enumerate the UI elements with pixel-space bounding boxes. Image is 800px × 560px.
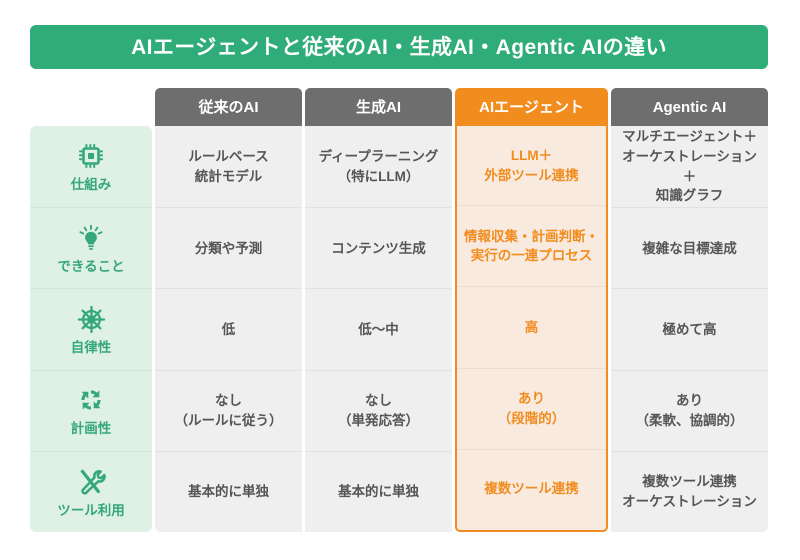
data-column-conventional-ai: ルールベース 統計モデル 分類や予測 低 なし （ルールに従う） 基本的に単独 — [155, 126, 302, 532]
cell-text: コンテンツ生成 — [331, 240, 426, 256]
page-title: AIエージェントと従来のAI・生成AI・Agentic AIの違い — [131, 35, 667, 59]
comparison-table: 従来のAI 生成AI AIエージェント Agentic AI — [30, 88, 768, 534]
cpu-chip-icon — [76, 141, 106, 171]
row-label-text: 仕組み — [70, 177, 112, 193]
row-label-mechanism: 仕組み — [30, 126, 152, 207]
cell-text: あり （柔軟、協調的） — [635, 393, 744, 428]
column-header-agentic-ai: Agentic AI — [611, 88, 768, 126]
column-header-label: 従来のAI — [198, 98, 259, 116]
table-cell: 極めて高 — [611, 288, 768, 369]
cell-text: 低 — [221, 321, 236, 337]
table-cell: コンテンツ生成 — [305, 207, 452, 288]
cell-text: 複数ツール連携 オーケストレーション — [622, 474, 757, 509]
data-column-ai-agent: LLM＋ 外部ツール連携 情報収集・計画判断・ 実行の一連プロセス 高 あり （… — [455, 126, 608, 532]
table-cell: 複雑な目標達成 — [611, 207, 768, 288]
row-label-autonomy: 自律性 — [30, 288, 152, 369]
table-cell: 基本的に単独 — [155, 450, 302, 532]
table-cell: なし （単発応答） — [305, 369, 452, 451]
row-label-text: 計画性 — [70, 421, 112, 437]
table-cell: 低〜中 — [305, 288, 452, 369]
cell-text: 複雑な目標達成 — [642, 240, 737, 256]
table-cell: 低 — [155, 288, 302, 369]
row-label-text: ツール利用 — [57, 502, 125, 518]
cell-text: マルチエージェント＋ オーケストレーション＋ 知識グラフ — [622, 129, 757, 204]
cell-text: 情報収集・計画判断・ 実行の一連プロセス — [464, 228, 599, 264]
table-cell: LLM＋ 外部ツール連携 — [457, 126, 606, 205]
cell-text: なし （ルールに従う） — [174, 393, 283, 428]
cell-text: 基本的に単独 — [188, 484, 269, 500]
table-header-row: 従来のAI 生成AI AIエージェント Agentic AI — [30, 88, 768, 126]
cell-text: 基本的に単独 — [338, 484, 419, 500]
cell-text: ディープラーニング （特にLLM） — [318, 149, 439, 184]
data-columns: ルールベース 統計モデル 分類や予測 低 なし （ルールに従う） 基本的に単独 … — [155, 126, 768, 532]
lightbulb-icon — [76, 223, 106, 253]
cell-text: あり （段階的） — [497, 391, 566, 426]
row-label-capabilities: できること — [30, 207, 152, 288]
table-cell: 複数ツール連携 — [457, 448, 606, 528]
cell-text: 低〜中 — [358, 321, 399, 337]
table-cell: ルールベース 統計モデル — [155, 126, 302, 207]
row-label-text: 自律性 — [70, 340, 112, 356]
column-header-conventional-ai: 従来のAI — [155, 88, 302, 126]
table-cell: 情報収集・計画判断・ 実行の一連プロセス — [457, 205, 606, 286]
row-label-text: できること — [57, 259, 125, 275]
row-label-planning: 計画性 — [30, 369, 152, 451]
column-header-label: 生成AI — [355, 98, 401, 116]
table-cell: 基本的に単独 — [305, 450, 452, 532]
title-banner: AIエージェントと従来のAI・生成AI・Agentic AIの違い — [30, 25, 768, 69]
cell-text: 極めて高 — [662, 321, 717, 337]
column-header-generative-ai: 生成AI — [305, 88, 452, 126]
column-header-label: Agentic AI — [652, 98, 727, 116]
data-column-agentic-ai: マルチエージェント＋ オーケストレーション＋ 知識グラフ 複雑な目標達成 極めて… — [611, 126, 768, 532]
cell-text: 複数ツール連携 — [484, 481, 579, 497]
table-cell: なし （ルールに従う） — [155, 369, 302, 451]
cell-text: LLM＋ 外部ツール連携 — [484, 148, 579, 183]
cell-text: なし （単発応答） — [338, 393, 419, 428]
table-cell: 分類や予測 — [155, 207, 302, 288]
table-cell: 高 — [457, 286, 606, 367]
ship-wheel-icon — [76, 304, 106, 334]
row-label-column: 仕組み — [30, 126, 152, 532]
cell-text: ルールベース 統計モデル — [188, 149, 269, 184]
data-column-generative-ai: ディープラーニング （特にLLM） コンテンツ生成 低〜中 なし （単発応答） … — [305, 126, 452, 532]
row-label-tool-use: ツール利用 — [30, 450, 152, 532]
table-cell: ディープラーニング （特にLLM） — [305, 126, 452, 207]
table-cell: 複数ツール連携 オーケストレーション — [611, 450, 768, 532]
column-header-ai-agent: AIエージェント — [455, 88, 608, 126]
cell-text: 高 — [524, 319, 539, 335]
table-cell: マルチエージェント＋ オーケストレーション＋ 知識グラフ — [611, 126, 768, 207]
tools-icon — [76, 467, 106, 497]
column-header-label: AIエージェント — [479, 98, 584, 116]
table-cell: あり （柔軟、協調的） — [611, 369, 768, 451]
table-body: 仕組み — [30, 126, 768, 532]
table-cell: あり （段階的） — [457, 367, 606, 449]
cell-text: 分類や予測 — [194, 240, 263, 256]
recycle-arrows-icon — [76, 385, 106, 415]
